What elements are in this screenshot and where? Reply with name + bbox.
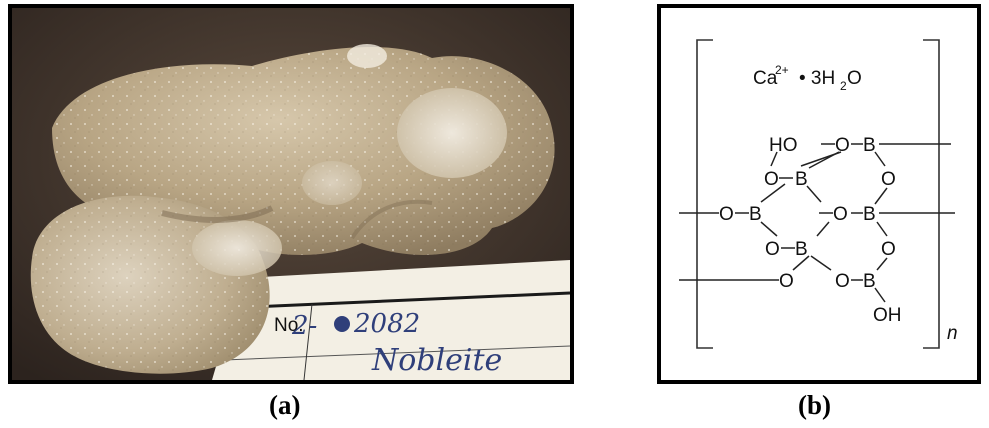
caption-a: (a) xyxy=(269,390,301,420)
atom-b: B xyxy=(863,204,876,225)
formula-charge: 2+ xyxy=(775,63,789,77)
atom-b: B xyxy=(795,239,808,260)
caption-b: (b) xyxy=(798,390,831,420)
mineral-photo-panel: No. 2- 2082 Nobleite xyxy=(8,4,574,384)
formula-ca: Ca xyxy=(753,68,778,89)
atom-o: O xyxy=(835,135,850,156)
atom-b: B xyxy=(863,135,876,156)
atom-oh: OH xyxy=(873,305,902,326)
atom-b: B xyxy=(863,271,876,292)
atom-ho: HO xyxy=(769,135,798,156)
mineral-photo: No. 2- 2082 Nobleite xyxy=(12,8,570,380)
atom-o: O xyxy=(881,169,896,190)
label-number-end-text: 2082 xyxy=(353,309,420,339)
label-number-text: 2- xyxy=(291,311,317,341)
formula-water-sub: 2 xyxy=(840,79,847,93)
atom-o: O xyxy=(881,239,896,260)
atom-o: O xyxy=(835,271,850,292)
nobleite-structure-diagram: n Ca 2+ • 3H 2 O xyxy=(679,39,958,349)
formula-water-o: O xyxy=(847,68,862,89)
atom-o: O xyxy=(833,204,848,225)
repeat-unit-n: n xyxy=(947,323,958,344)
label-ink-blot xyxy=(334,316,350,332)
label-name-text: Nobleite xyxy=(371,343,502,378)
repeat-brackets xyxy=(696,39,940,349)
atoms: HO O B O B O O B O B O B O O O B OH xyxy=(719,135,902,326)
mineral-specimen xyxy=(30,44,555,374)
label-no-text: No. xyxy=(274,315,304,336)
specimen-label-card: No. 2- 2082 Nobleite xyxy=(212,260,570,380)
structure-diagram-panel: n Ca 2+ • 3H 2 O xyxy=(657,4,981,384)
atom-o: O xyxy=(765,239,780,260)
bonds xyxy=(679,143,955,303)
formula-calcium-hydrate: Ca 2+ • 3H 2 O xyxy=(753,63,862,93)
atom-o: O xyxy=(719,204,734,225)
atom-o: O xyxy=(764,169,779,190)
atom-b: B xyxy=(749,204,762,225)
formula-water: • 3H xyxy=(799,68,835,89)
atom-o: O xyxy=(779,271,794,292)
atom-b: B xyxy=(795,169,808,190)
